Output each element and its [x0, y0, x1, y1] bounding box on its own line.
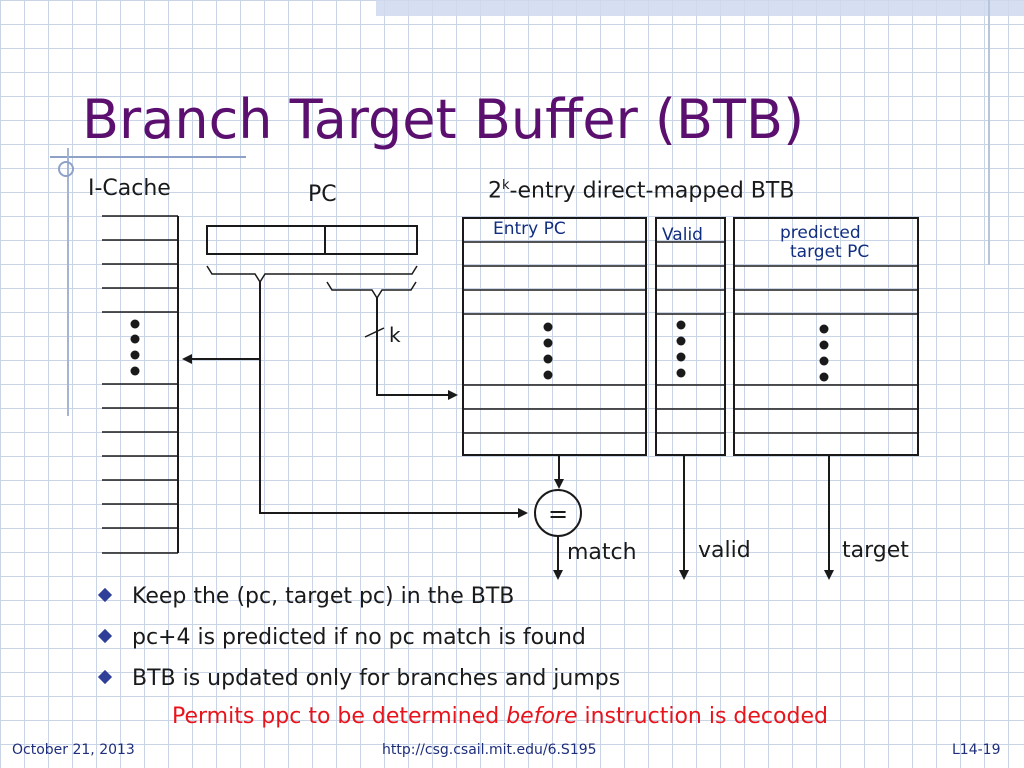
- bullet-diamond-icon: [97, 669, 113, 685]
- icache-label: I-Cache: [88, 176, 171, 201]
- entry-pc-ellipsis-dots: [543, 322, 553, 380]
- btb-label-superscript: k: [502, 178, 510, 193]
- footer-url[interactable]: http://csg.csail.mit.edu/6.S195: [382, 742, 597, 758]
- pc-label: PC: [308, 182, 337, 207]
- note-part2: instruction is decoded: [577, 704, 828, 729]
- bullet-text: BTB is updated only for branches and jum…: [132, 666, 621, 691]
- predicted-header-line2: target PC: [790, 242, 870, 262]
- entry-pc-header: Entry PC: [493, 219, 566, 239]
- target-output-label: target: [842, 538, 909, 563]
- valid-output-label: valid: [698, 538, 751, 563]
- bullet-diamond-icon: [97, 628, 113, 644]
- k-width-slash: [364, 327, 385, 338]
- bullet-list: Keep the (pc, target pc) in the BTB pc+4…: [96, 582, 620, 705]
- bullet-item: Keep the (pc, target pc) in the BTB: [96, 582, 620, 623]
- valid-ellipsis-dots: [676, 320, 686, 378]
- predicted-header-line1: predicted: [780, 223, 861, 243]
- btb-label: 2k-entry direct-mapped BTB: [488, 178, 794, 203]
- red-note: Permits ppc to be determined before inst…: [172, 704, 828, 729]
- note-emphasis: before: [506, 704, 578, 729]
- btb-valid-column: [655, 217, 726, 456]
- note-part1: Permits ppc to be determined: [172, 704, 507, 729]
- pc-bit-bracket-k: [326, 281, 417, 300]
- match-label: match: [567, 540, 637, 565]
- bullet-diamond-icon: [97, 587, 113, 603]
- comparator-symbol: =: [548, 500, 568, 528]
- k-label: k: [389, 323, 401, 347]
- icache-ellipsis-dots: [130, 319, 140, 376]
- k-index-wire: [376, 298, 458, 400]
- bullet-text: pc+4 is predicted if no pc match is foun…: [132, 625, 586, 650]
- bullet-item: BTB is updated only for branches and jum…: [96, 664, 620, 705]
- bullet-text: Keep the (pc, target pc) in the BTB: [132, 584, 515, 609]
- btb-target-column: [733, 217, 919, 456]
- pc-to-comparator-wire: [259, 359, 528, 518]
- pc-register: [206, 225, 418, 255]
- title-vertical-rule: [67, 148, 69, 416]
- valid-header: Valid: [662, 225, 703, 245]
- footer-date: October 21, 2013: [12, 742, 135, 758]
- target-ellipsis-dots: [819, 324, 829, 382]
- bullet-item: pc+4 is predicted if no pc match is foun…: [96, 623, 620, 664]
- btb-label-base: 2: [488, 178, 502, 204]
- right-decoration-rule: [988, 0, 990, 265]
- btb-label-rest: -entry direct-mapped BTB: [509, 178, 795, 204]
- pc-to-icache-wire: [182, 282, 261, 364]
- slide-title: Branch Target Buffer (BTB): [82, 88, 805, 151]
- footer-page-number: L14-19: [952, 742, 1001, 758]
- title-ring-ornament: [58, 161, 74, 177]
- btb-entry-pc-column: [462, 217, 647, 456]
- title-underline-rule: [50, 156, 246, 158]
- top-decoration-band: [376, 0, 1024, 16]
- pc-bit-bracket-index: [206, 265, 418, 284]
- icache-column: [102, 215, 179, 554]
